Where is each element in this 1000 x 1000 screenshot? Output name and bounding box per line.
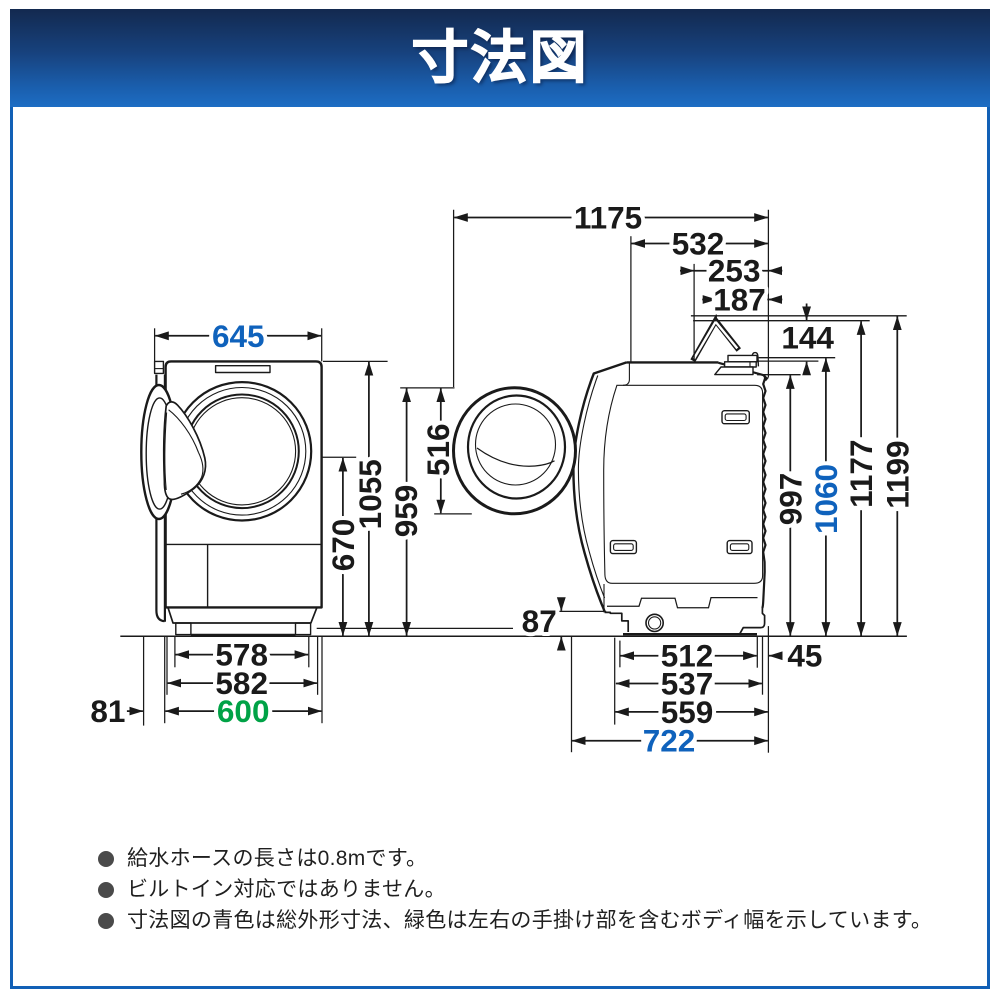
svg-text:578: 578 xyxy=(215,637,268,673)
svg-text:512: 512 xyxy=(661,638,714,674)
svg-text:1177: 1177 xyxy=(843,440,879,508)
svg-text:670: 670 xyxy=(325,519,361,572)
svg-text:582: 582 xyxy=(215,665,268,701)
svg-text:81: 81 xyxy=(90,693,125,729)
svg-text:1060: 1060 xyxy=(808,464,844,534)
svg-text:87: 87 xyxy=(522,603,557,639)
svg-text:559: 559 xyxy=(661,694,714,730)
svg-text:187: 187 xyxy=(713,282,766,318)
svg-text:600: 600 xyxy=(217,693,270,729)
svg-text:722: 722 xyxy=(643,723,696,759)
svg-text:1199: 1199 xyxy=(879,440,915,508)
svg-text:1175: 1175 xyxy=(574,200,642,236)
svg-text:537: 537 xyxy=(661,666,714,702)
svg-text:645: 645 xyxy=(212,318,265,354)
svg-text:45: 45 xyxy=(787,638,822,674)
svg-text:253: 253 xyxy=(708,253,761,289)
svg-text:959: 959 xyxy=(388,485,424,538)
svg-text:1055: 1055 xyxy=(352,459,388,529)
svg-text:997: 997 xyxy=(772,473,808,526)
svg-text:144: 144 xyxy=(781,319,834,355)
svg-text:516: 516 xyxy=(420,424,456,477)
